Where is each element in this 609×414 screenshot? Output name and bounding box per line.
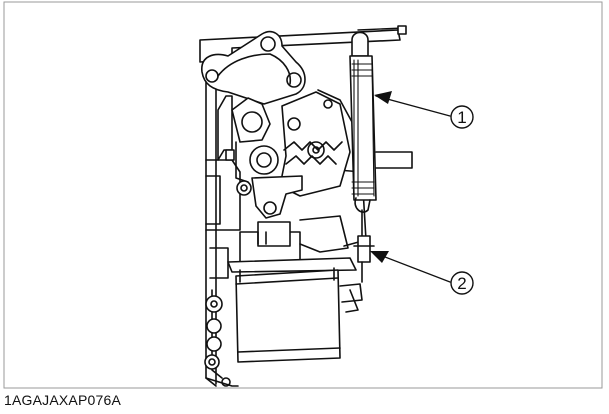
callout-2: 2: [450, 271, 474, 295]
callout-arrowhead: [374, 91, 392, 104]
bolt-stack: [204, 295, 223, 370]
callout-number: 1: [457, 108, 466, 127]
governor-lever-plate: [279, 89, 353, 197]
swing-arm: [236, 175, 303, 245]
callout-1: 1: [450, 105, 474, 129]
callout-number: 2: [457, 274, 466, 293]
callout-arrowhead: [370, 251, 389, 263]
serrated-edge: [283, 141, 343, 151]
mounting-bracket: [201, 30, 306, 105]
bolt-hole: [260, 36, 276, 52]
figure-border: [3, 1, 603, 389]
bolt-hole: [286, 72, 302, 88]
lever-pivot: [225, 97, 279, 183]
spring-link: [353, 197, 375, 283]
oil-filter: [235, 267, 341, 363]
control-rod: [351, 25, 407, 57]
figure-code: 1AGAJAXAP076A: [4, 392, 121, 408]
output-shaft: [375, 151, 413, 169]
governor-spring: [349, 55, 377, 201]
serrated-edge: [285, 155, 337, 165]
bolt-hole: [205, 69, 219, 83]
